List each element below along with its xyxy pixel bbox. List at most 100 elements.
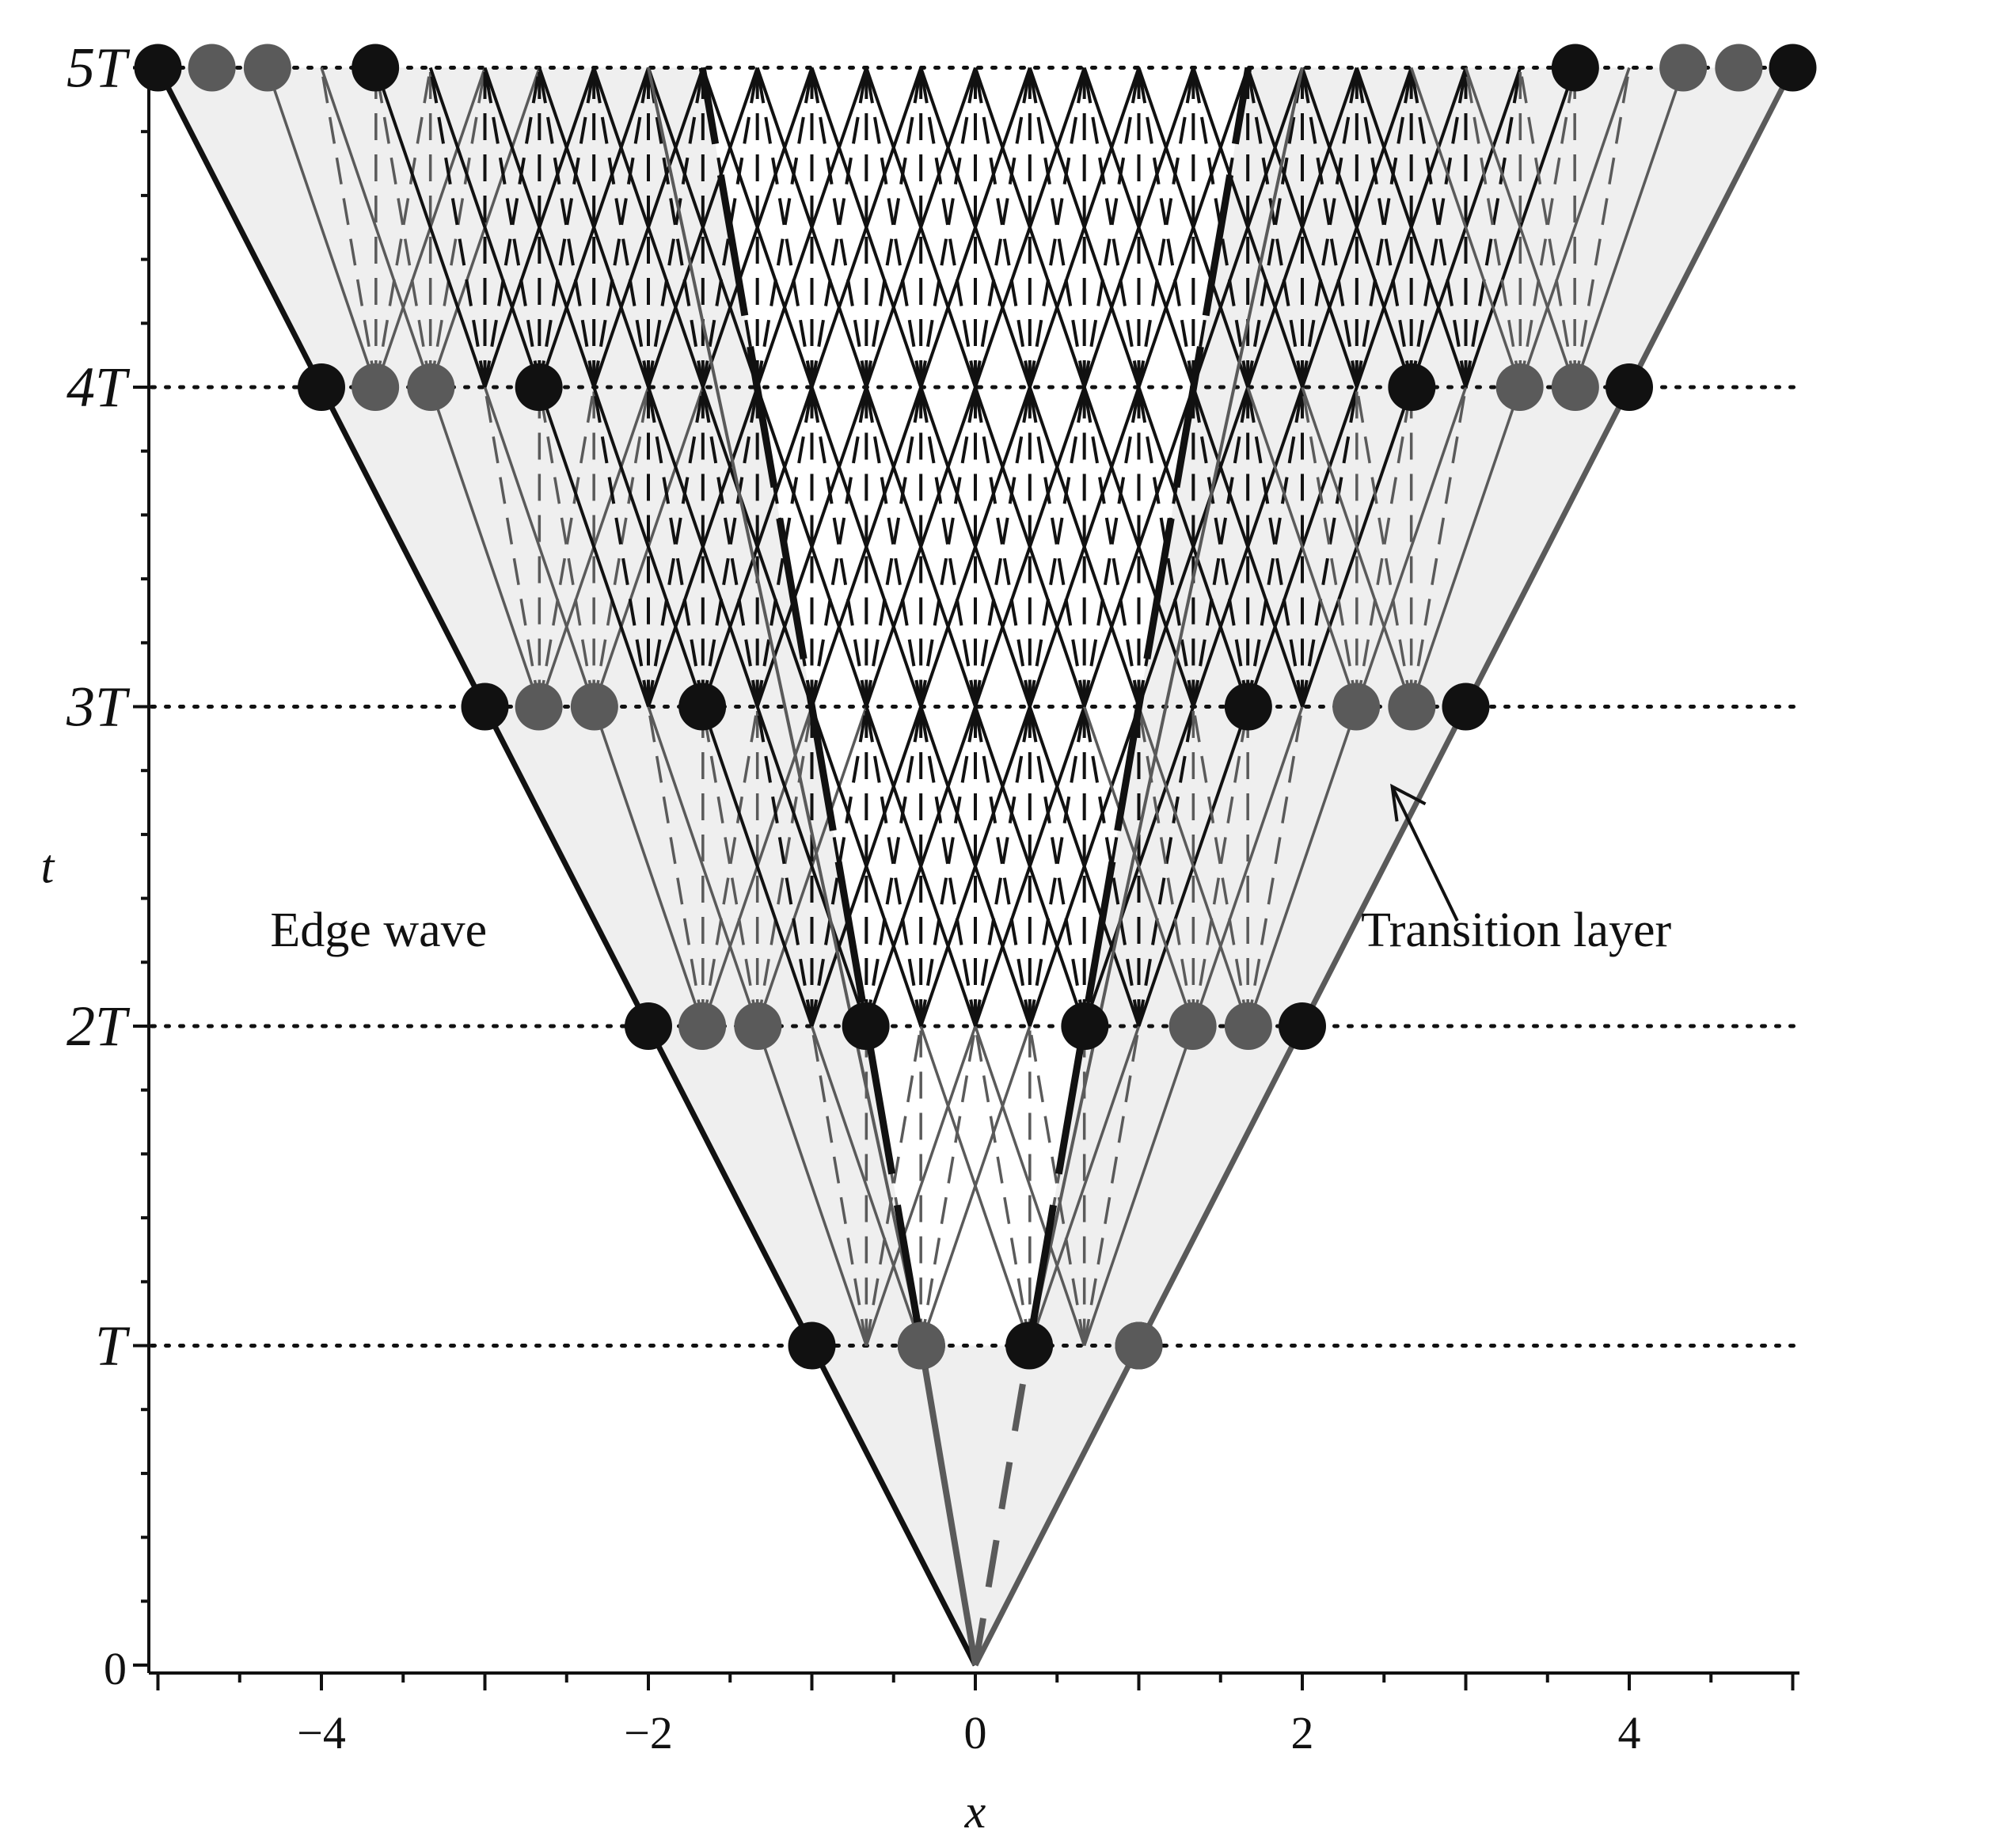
characteristic-line	[320, 67, 432, 388]
dashed-line	[1355, 386, 1413, 707]
dashed-line	[919, 386, 977, 707]
dashed-line	[1409, 67, 1468, 388]
black-node	[1279, 1002, 1326, 1050]
transition-layer-label: Transition layer	[1361, 903, 1671, 957]
dashed-line	[1082, 67, 1141, 388]
gray-node	[515, 683, 563, 731]
dashed-line	[1028, 386, 1086, 707]
characteristic-line	[864, 386, 977, 708]
gray-node	[1224, 1002, 1272, 1050]
dashed-line	[1518, 67, 1576, 388]
dashed-line	[1355, 67, 1413, 388]
dashed-line	[483, 67, 542, 388]
gray-node	[1551, 363, 1599, 411]
dashed-line	[1301, 386, 1358, 707]
dashed-line	[1028, 386, 1086, 707]
dashed-line	[919, 386, 977, 707]
dashed-line	[1191, 386, 1250, 707]
dashed-line	[1246, 67, 1304, 388]
characteristic-line	[974, 386, 1086, 708]
dashed-line	[974, 706, 1032, 1027]
characteristic-line	[1082, 386, 1195, 708]
t-tick-label: 0	[104, 1643, 127, 1694]
dashed-line	[1246, 386, 1304, 707]
characteristic-line	[756, 1025, 868, 1347]
dashed-line	[592, 67, 650, 388]
dashed-line	[1137, 67, 1195, 388]
gray-node	[1495, 363, 1544, 411]
dashed-line	[1409, 67, 1468, 388]
characteristic-line	[919, 1025, 1032, 1347]
dashed-line	[864, 386, 923, 707]
central-dashed-path	[972, 1344, 1033, 1666]
dashed-line	[1191, 67, 1250, 388]
x-tick-label: 0	[964, 1707, 987, 1759]
characteristic-line	[538, 67, 650, 388]
characteristic-line	[810, 67, 923, 388]
dashed-line	[1355, 67, 1413, 388]
black-node	[134, 44, 182, 92]
dashed-line	[1028, 67, 1086, 388]
gray-node	[570, 683, 618, 731]
characteristic-line	[974, 1025, 1086, 1347]
transition-boundary	[1028, 67, 1304, 1346]
arrow-head	[1390, 783, 1427, 822]
dashed-line	[1301, 67, 1358, 388]
characteristic-line	[1246, 386, 1358, 708]
dashed-line	[755, 67, 814, 388]
characteristic-line	[1410, 386, 1522, 708]
dashed-line	[1082, 386, 1141, 707]
dashed-line	[1191, 706, 1249, 1027]
dashed-line	[428, 67, 487, 388]
dashed-line	[974, 386, 1032, 707]
characteristic-line	[1191, 705, 1304, 1027]
characteristic-line	[974, 67, 1086, 388]
characteristic-line	[974, 705, 1086, 1027]
dashed-line	[647, 67, 705, 388]
characteristic-line	[592, 67, 705, 388]
dashed-line	[538, 386, 595, 707]
characteristic-line	[647, 386, 759, 708]
characteristic-line	[1082, 67, 1195, 388]
characteristic-line	[755, 705, 868, 1027]
dashed-line	[1409, 386, 1468, 707]
dashed-line	[1246, 706, 1304, 1027]
characteristic-line	[265, 67, 378, 388]
dashed-line	[864, 386, 923, 707]
black-node	[678, 683, 727, 731]
right-edge-line	[972, 66, 1796, 1667]
dashed-line	[810, 386, 868, 707]
characteristic-line	[810, 1025, 922, 1347]
gray-node	[1659, 44, 1708, 92]
edge-wave-label: Edge wave	[270, 903, 487, 957]
gray-node	[1388, 683, 1436, 731]
black-node	[1388, 363, 1436, 411]
dashed-line	[374, 67, 432, 388]
dashed-line	[701, 386, 759, 707]
characteristic-line	[864, 705, 977, 1027]
characteristic-line	[647, 67, 759, 388]
dashed-line	[919, 706, 977, 1027]
dashed-line	[919, 1025, 977, 1346]
characteristic-line	[1191, 386, 1304, 708]
black-node	[1224, 683, 1272, 731]
dashed-line	[974, 67, 1032, 388]
central-gray-path	[918, 1344, 978, 1666]
dashed-line	[374, 67, 432, 388]
characteristic-line	[428, 67, 542, 388]
characteristic-line	[429, 386, 541, 708]
dashed-line	[1191, 706, 1249, 1027]
x-tick-label: −2	[624, 1707, 673, 1759]
dashed-line	[1137, 386, 1195, 707]
characteristic-line	[1573, 67, 1685, 388]
dashed-line	[1191, 386, 1250, 707]
characteristic-line	[483, 386, 595, 708]
dashed-line	[1355, 386, 1413, 707]
black-node	[1061, 1002, 1109, 1050]
dashed-line	[592, 386, 650, 707]
dashed-line	[1246, 67, 1304, 388]
dashed-line	[428, 67, 487, 388]
dashed-line	[864, 67, 923, 388]
dashed-line	[701, 386, 759, 707]
characteristic-line	[592, 705, 705, 1027]
